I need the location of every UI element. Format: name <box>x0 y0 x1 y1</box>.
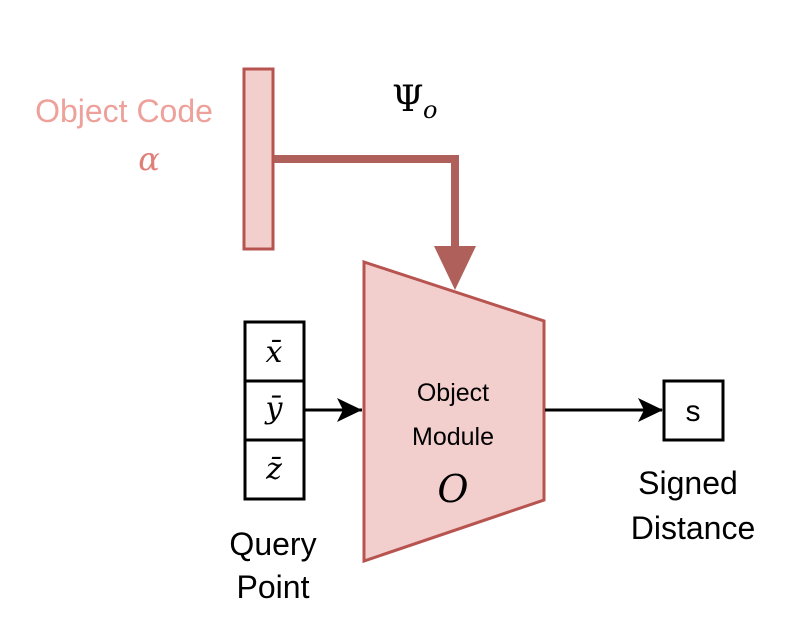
output-label-line2: Distance <box>631 510 756 546</box>
module-to-output-arrowhead <box>638 398 663 422</box>
psi-label: Ψ o <box>392 79 437 124</box>
psi-subscript: o <box>423 96 437 124</box>
code-to-module-arrowhead <box>434 246 476 290</box>
object-code-label: Object Code <box>35 93 213 129</box>
output-label-line1: Signed <box>638 465 738 501</box>
object-code-bar <box>242 67 275 251</box>
psi-symbol: Ψ <box>392 79 424 120</box>
object-code-symbol: α <box>138 140 160 178</box>
query-label-line1: Query <box>229 526 316 562</box>
object-module-symbol: O <box>437 467 468 511</box>
object-module-block <box>362 259 546 564</box>
query-z-label: z̄ <box>265 452 282 487</box>
query-x-label: x̄ <box>266 335 283 370</box>
code-to-module-connector <box>274 155 459 252</box>
output-cell <box>662 379 725 442</box>
output-cell-label: s <box>686 395 701 428</box>
query-point-vector: x̄ ȳ z̄ <box>243 320 306 501</box>
query-y-label: ȳ <box>264 391 284 426</box>
query-label-line2: Point <box>237 569 310 605</box>
object-module-line1: Object <box>417 379 489 407</box>
query-cell-z <box>243 438 306 501</box>
object-module-line2: Module <box>412 423 494 451</box>
query-to-module-arrowhead <box>337 398 362 422</box>
